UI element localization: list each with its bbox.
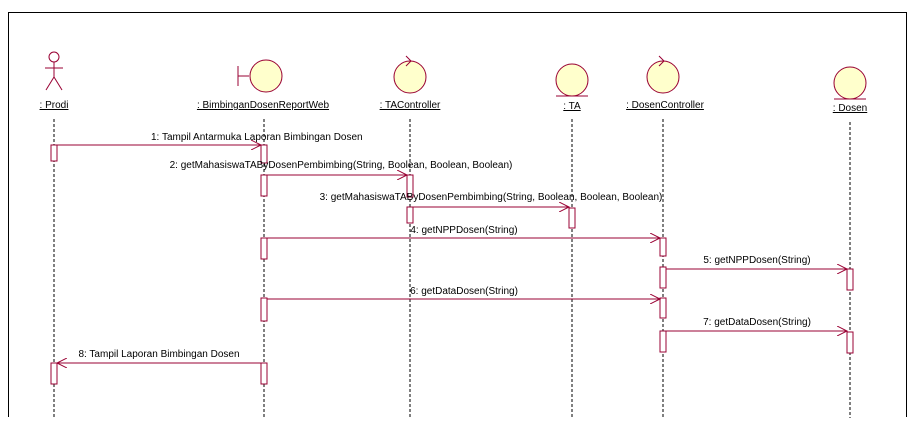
message-2[interactable]: 2: getMahasiswaTAByDosenPembimbing(Strin… bbox=[170, 160, 513, 175]
message-label: 2: getMahasiswaTAByDosenPembimbing(Strin… bbox=[170, 160, 513, 171]
message-label: 6: getDataDosen(String) bbox=[410, 286, 518, 297]
activation-bar bbox=[659, 330, 667, 353]
message-label: 5: getNPPDosen(String) bbox=[703, 255, 810, 266]
lifeline-tactl[interactable]: : TAController bbox=[380, 55, 441, 418]
lifeline-web[interactable]: : BimbinganDosenReportWeb bbox=[197, 59, 330, 418]
message-label: 8: Tampil Laporan Bimbingan Dosen bbox=[78, 349, 239, 360]
activation-bar bbox=[260, 362, 268, 385]
entity-icon bbox=[555, 63, 589, 97]
lifeline-name: : TA bbox=[563, 101, 581, 112]
activation-bar bbox=[846, 268, 854, 291]
message-label: 3: getMahasiswaTAByDosenPembimbing(Strin… bbox=[320, 192, 663, 203]
activation-bar bbox=[50, 362, 58, 385]
lifeline-ta[interactable]: : TA bbox=[555, 63, 589, 418]
diagram-frame: : Prodi : BimbinganDosenReportWeb : TACont… bbox=[8, 12, 907, 418]
lifeline-prodi[interactable]: : Prodi bbox=[40, 51, 69, 418]
boundary-icon bbox=[237, 59, 283, 93]
lifeline-name: : Prodi bbox=[40, 100, 69, 111]
activation-bar bbox=[659, 237, 667, 257]
lifeline-dosenctl[interactable]: : DosenController bbox=[626, 55, 705, 418]
message-3[interactable]: 3: getMahasiswaTAByDosenPembimbing(Strin… bbox=[320, 192, 663, 207]
activation-bar bbox=[659, 297, 667, 319]
message-label: 4: getNPPDosen(String) bbox=[410, 225, 517, 236]
message-label: 7: getDataDosen(String) bbox=[703, 317, 811, 328]
sequence-diagram: : Prodi : BimbinganDosenReportWeb : TACont… bbox=[40, 51, 867, 418]
activation-bar bbox=[260, 237, 268, 260]
message-4[interactable]: 4: getNPPDosen(String) bbox=[267, 225, 660, 238]
activation-bar bbox=[659, 266, 667, 289]
activation-bar bbox=[406, 174, 414, 198]
activation-bar bbox=[260, 144, 268, 164]
activation-bar bbox=[260, 297, 268, 322]
message-8[interactable]: 8: Tampil Laporan Bimbingan Dosen bbox=[57, 349, 261, 363]
lifeline-name: : TAController bbox=[380, 100, 441, 111]
message-6[interactable]: 6: getDataDosen(String) bbox=[267, 286, 660, 299]
activation-bar bbox=[846, 331, 854, 354]
activation-bar bbox=[260, 174, 268, 197]
lifeline-name: : DosenController bbox=[626, 100, 704, 111]
actor-icon bbox=[45, 51, 63, 91]
activation-bar bbox=[50, 144, 58, 162]
message-7[interactable]: 7: getDataDosen(String) bbox=[666, 317, 847, 331]
control-icon bbox=[393, 55, 427, 94]
control-icon bbox=[646, 55, 680, 94]
lifeline-dosen[interactable]: : Dosen bbox=[833, 66, 867, 418]
activation-bar bbox=[406, 206, 414, 224]
entity-icon bbox=[833, 66, 867, 100]
message-label: 1: Tampil Antarmuka Laporan Bimbingan Do… bbox=[151, 132, 363, 143]
lifeline-name: : Dosen bbox=[833, 103, 867, 114]
message-1[interactable]: 1: Tampil Antarmuka Laporan Bimbingan Do… bbox=[57, 132, 363, 145]
activation-bar bbox=[568, 207, 576, 229]
lifeline-name: : BimbinganDosenReportWeb bbox=[197, 100, 330, 111]
message-5[interactable]: 5: getNPPDosen(String) bbox=[666, 255, 847, 269]
